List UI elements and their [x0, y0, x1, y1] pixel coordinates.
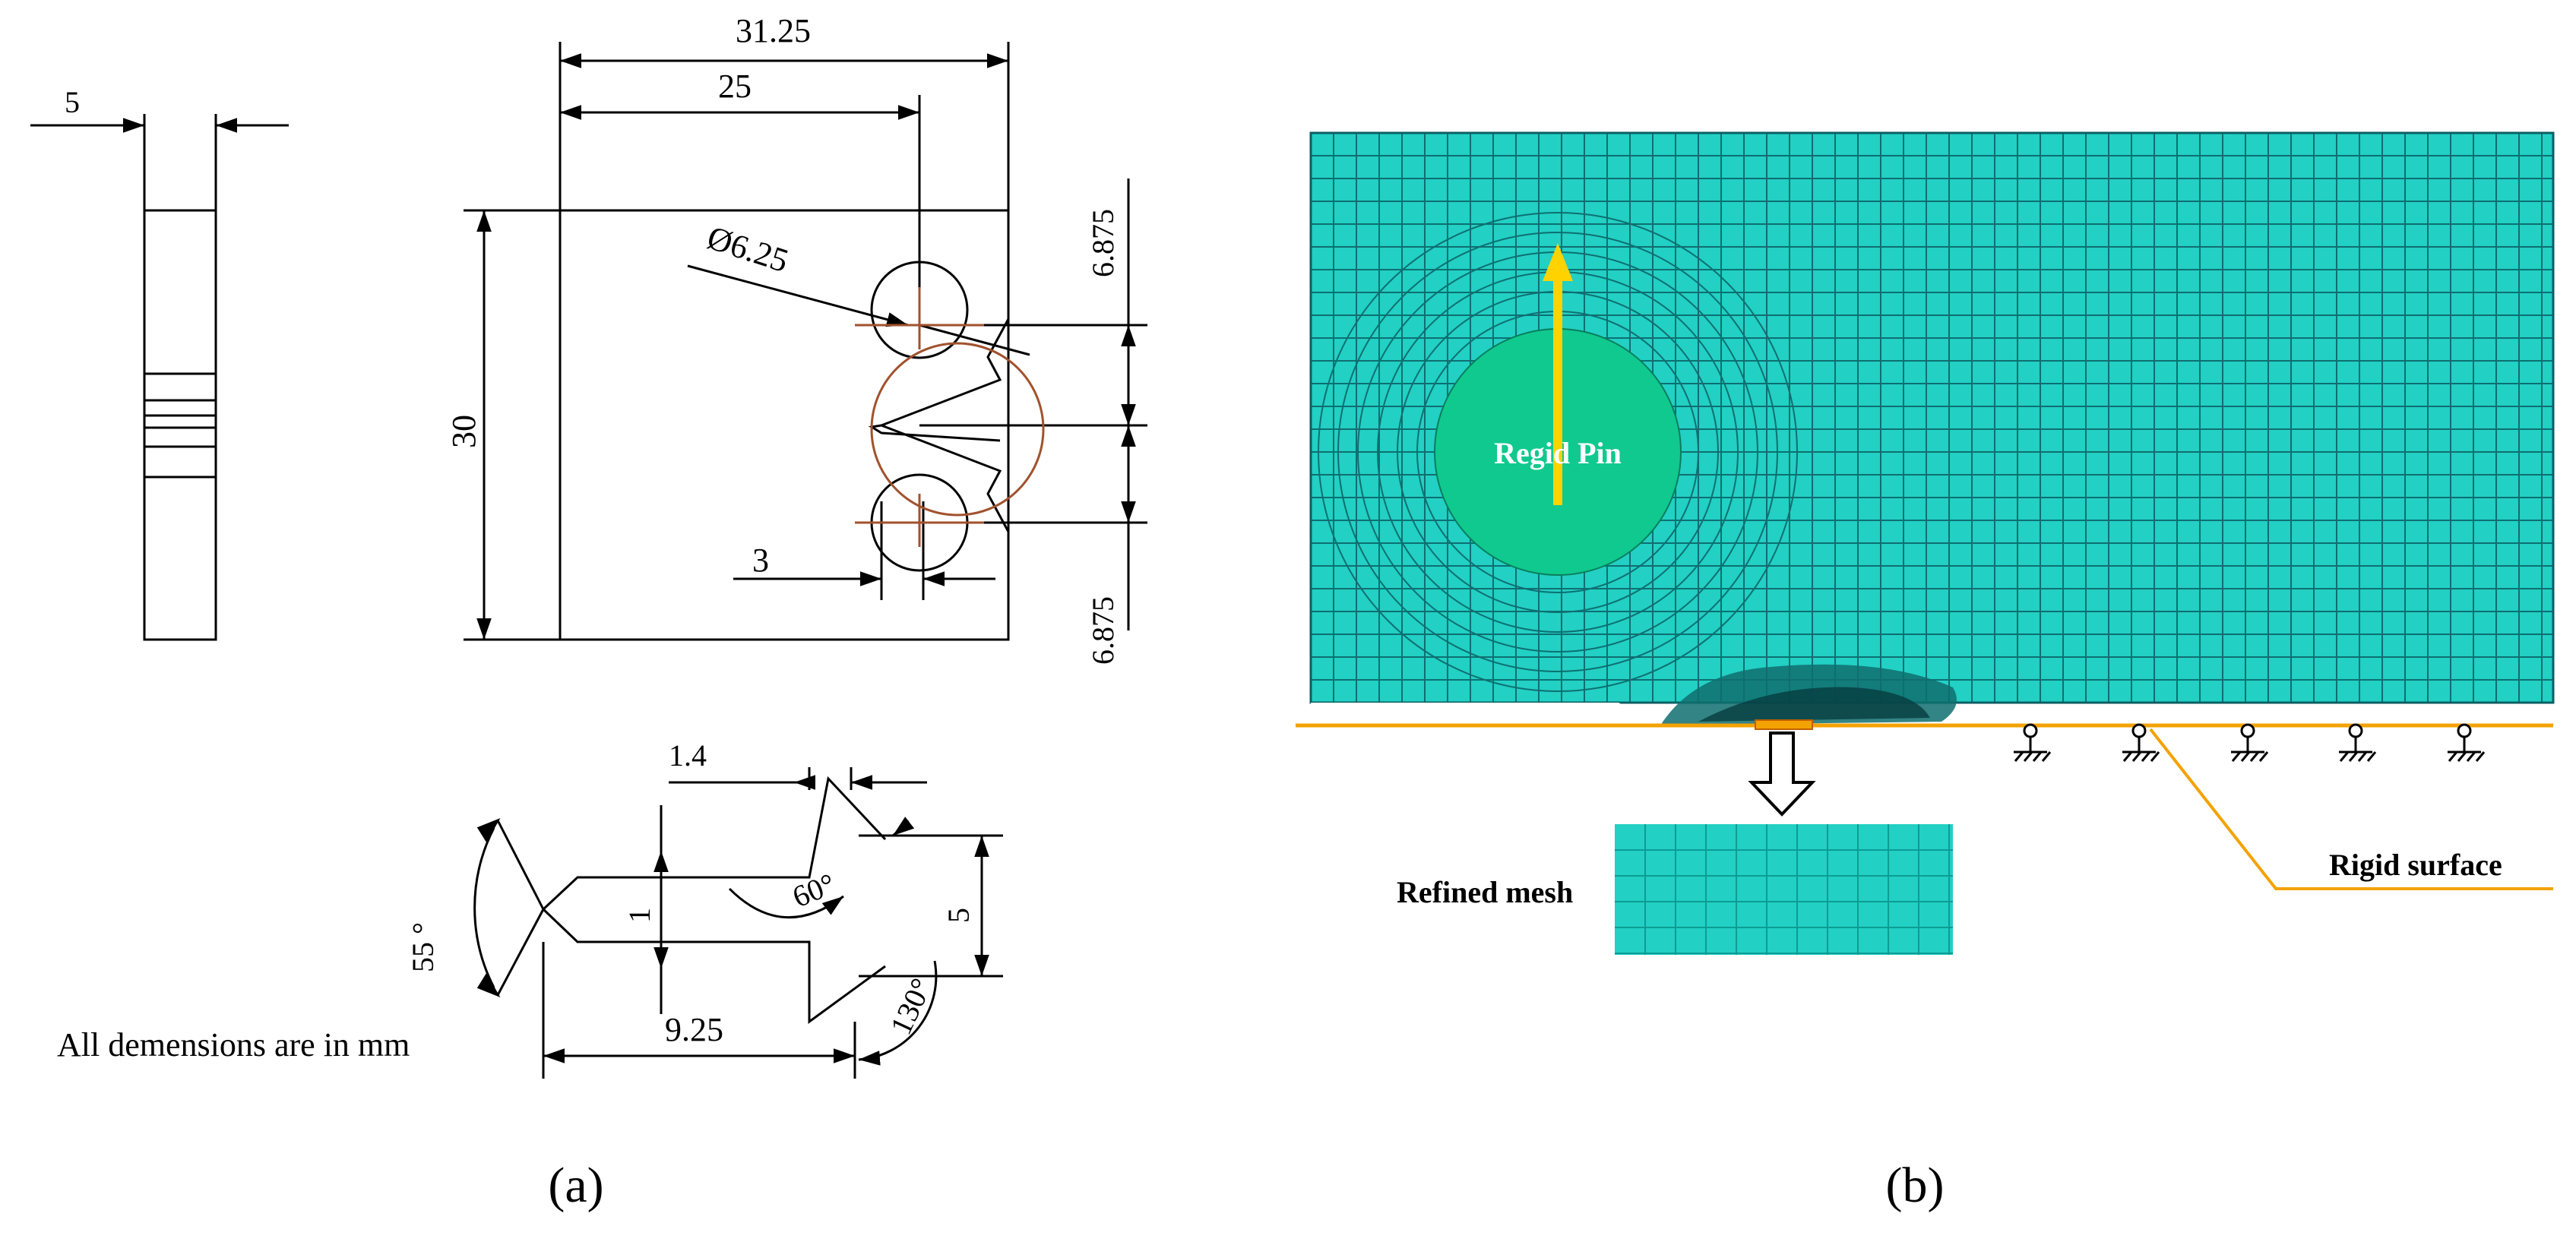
panel-a: [30, 42, 1147, 1079]
dim-notch-depth: 1.4: [669, 738, 707, 773]
side-view: [30, 114, 289, 641]
dim-hole-spacing-bottom: 6.875: [1086, 596, 1120, 665]
dim-chevron-angle: 55 °: [406, 922, 440, 972]
support-symbol: [2014, 723, 2052, 762]
dim-thickness: 5: [65, 85, 80, 119]
dim-hole-diameter: Ø6.25: [703, 219, 793, 280]
dim-notch-width: 1: [622, 908, 657, 923]
dim-notch-length: 9.25: [665, 1011, 723, 1048]
zoom-arrow: [1748, 732, 1816, 817]
refined-mesh-inset: [1615, 824, 1953, 955]
support-symbol: [2448, 723, 2486, 762]
pin-label: Regid Pin: [1494, 436, 1622, 470]
support-symbol: [2122, 723, 2160, 762]
surface-label: Rigid surface: [2329, 848, 2502, 882]
inset-grid: [1615, 824, 1953, 955]
boundary-supports: [2014, 723, 2486, 762]
dim-chevron-height: 5: [941, 908, 976, 923]
support-symbol: [2339, 723, 2377, 762]
construction-circle: [855, 287, 1045, 547]
dim-tip-angle: 60°: [788, 867, 840, 915]
mesh-grid: [1311, 133, 2553, 703]
dim-overall-width: 31.25: [736, 12, 811, 49]
surface-leader: [2149, 728, 2553, 890]
caption-b: (b): [1886, 1158, 1945, 1213]
dim-hole-spacing-top: 6.875: [1086, 209, 1120, 277]
inset-label: Refined mesh: [1397, 875, 1573, 909]
notch-detail: [473, 767, 1003, 1079]
dim-notch-offset: 3: [752, 542, 769, 579]
units-note: All demensions are in mm: [57, 1026, 410, 1063]
support-symbol: [2231, 723, 2269, 762]
ct-specimen: [464, 42, 1147, 641]
dim-height: 30: [445, 415, 483, 448]
caption-a: (a): [548, 1158, 603, 1213]
dim-pin-offset: 25: [718, 68, 752, 105]
panel-b: Regid Pin Rigid surface Refined mesh (b): [1296, 131, 2555, 1213]
